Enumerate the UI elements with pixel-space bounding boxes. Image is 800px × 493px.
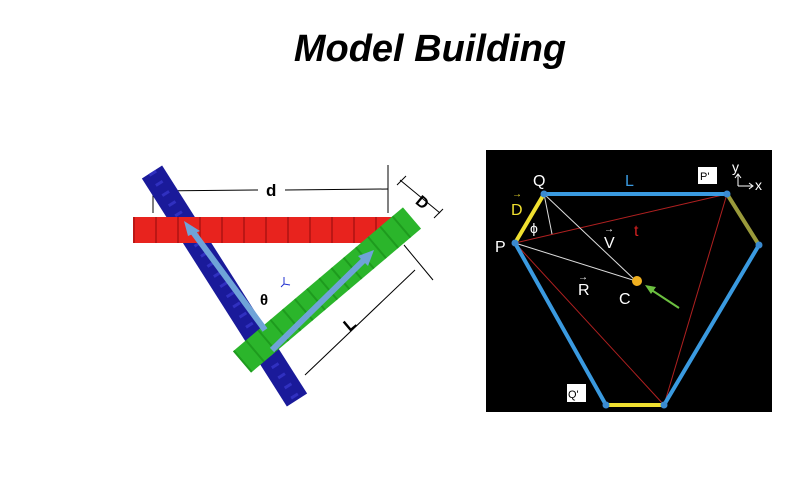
- blue-rod: [141, 165, 308, 407]
- label-t: t: [634, 223, 639, 240]
- label-phi: ϕ: [530, 220, 538, 236]
- label-P: P: [495, 239, 506, 256]
- label-C: C: [619, 291, 631, 308]
- label-x: x: [755, 177, 762, 193]
- label-L: L: [340, 314, 360, 335]
- label-L: L: [625, 173, 634, 190]
- vector-arrow: →: [578, 272, 588, 283]
- hexagon-edges: [513, 192, 761, 407]
- label-R: R: [578, 282, 590, 299]
- label-theta: θ: [260, 292, 268, 309]
- green-rod: [232, 207, 422, 373]
- label-Q: Q: [533, 173, 545, 190]
- green-arrow: [649, 288, 680, 309]
- label-d: d: [266, 181, 276, 200]
- label-P-prime: P': [700, 171, 709, 183]
- blue-axis-arrow: [187, 226, 268, 332]
- t-lines: [514, 193, 728, 406]
- green-axis-arrow: [269, 256, 368, 353]
- geometry-diagram: Q L P' y x → D ϕ → V t P → R C Q': [486, 150, 772, 412]
- label-D: D: [412, 193, 432, 213]
- label-V: V: [604, 235, 615, 252]
- vector-arrow: →: [512, 189, 522, 200]
- vector-arrow: →: [604, 224, 614, 235]
- slide-title: Model Building: [293, 28, 567, 70]
- label-y: y: [732, 159, 739, 175]
- label-D: D: [511, 202, 523, 219]
- xy-axes-icon: [734, 173, 754, 190]
- L-dimension-line: [304, 269, 416, 376]
- center-point: [632, 276, 642, 286]
- rod-model-diagram: d D θ L: [133, 165, 444, 407]
- label-Q-prime: Q': [568, 389, 579, 401]
